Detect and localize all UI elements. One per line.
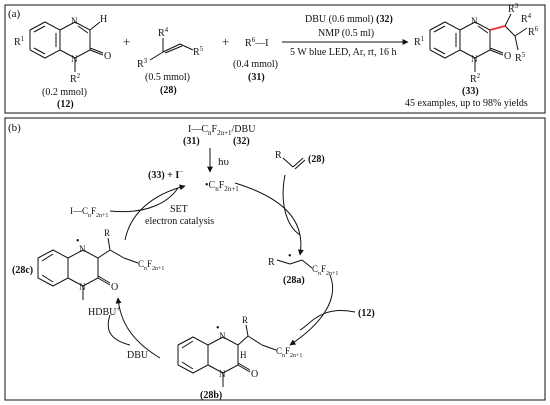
new-cc-bond — [489, 25, 506, 31]
alkene-r3: R3 — [137, 57, 148, 70]
panel-b-label: (b) — [8, 122, 21, 134]
condition-line-2: NMP (0.5 ml) — [318, 28, 374, 39]
intermediate-28a-id: (28a) — [283, 275, 305, 286]
cycle-arc-left — [124, 184, 186, 241]
intermediate-28c-id: (28c) — [12, 265, 33, 276]
intermediate-28c-N-bottom: N — [79, 282, 86, 292]
alkene-entry-arc — [282, 174, 301, 236]
alkene-28-icon — [282, 157, 306, 170]
product-summary: 45 examples, up to 98% yields — [405, 98, 528, 109]
intermediate-28b-radical-dot: • — [216, 323, 220, 334]
quinox-12-id: (12) — [358, 308, 375, 319]
product-r5: R5 — [515, 51, 526, 64]
product-id: (33) — [462, 86, 479, 97]
substrate-r1: R1 — [14, 35, 25, 48]
product-N-bottom: N — [471, 54, 478, 64]
product-O: O — [504, 51, 511, 62]
intermediate-28b-N-top: N — [219, 331, 226, 341]
substrate-N-top: N — [71, 16, 78, 26]
hdbu-arc — [107, 314, 131, 346]
intermediate-28a-structure — [276, 259, 313, 269]
intermediate-28b-N-bottom: N — [219, 369, 226, 379]
quinox-entry-arc — [299, 310, 356, 331]
intermediate-28c-structure — [37, 237, 139, 300]
product-r1: R1 — [414, 35, 425, 48]
intermediate-28b-chain: CnF2n+1 — [276, 346, 302, 359]
intermediate-28c-N-top: N — [79, 244, 86, 254]
hv-label: hυ — [218, 156, 230, 168]
quinoxalinone-product — [429, 13, 528, 72]
substrate-h: H — [100, 14, 107, 25]
intermediate-28b-id: (28b) — [200, 390, 222, 401]
cycle-arc-right — [289, 274, 334, 346]
panel-a-label: (a) — [8, 8, 21, 20]
iodide-id: (31) — [248, 72, 265, 83]
intermediate-28b-H: H — [240, 350, 247, 360]
set-label: SET — [170, 204, 188, 215]
intermediate-28b-O: O — [251, 369, 258, 380]
alkene-r4: R4 — [158, 26, 169, 39]
plus-2: + — [222, 34, 229, 49]
intermediate-28b-structure — [177, 324, 277, 387]
substrate-r2: R2 — [70, 72, 81, 85]
substrate-N-bottom: N — [71, 54, 78, 64]
top-reagents: I—CnF2n+1/DBU — [188, 124, 256, 137]
product-N-top: N — [471, 16, 478, 26]
substrate-amount: (0.2 mmol) — [42, 87, 87, 98]
alkene-id: (28) — [160, 85, 177, 96]
intermediate-28c-chain: CnF2n+1 — [138, 259, 164, 272]
alkene-reagent — [149, 38, 194, 61]
cycle-arc-top-right — [234, 182, 304, 256]
alkene-28-id: (28) — [308, 154, 325, 165]
intermediate-28a-chain: CnF2n+1 — [312, 264, 338, 277]
substrate-id: (12) — [57, 99, 74, 110]
alkene-amount: (0.5 mmol) — [145, 72, 190, 83]
condition-line-3: 5 W blue LED, Ar, rt, 16 h — [290, 47, 396, 58]
iodide-set-reagent: I—CnF2n+1 — [70, 206, 108, 219]
iodide-reagent: R6—I — [245, 36, 269, 49]
reagent-32-id: (32) — [233, 136, 250, 147]
electron-catalysis-label: electron catalysis — [145, 216, 214, 227]
intermediate-28b-R: R — [242, 315, 248, 325]
plus-1: + — [123, 34, 130, 49]
product-plus-iodide: (33) + I− — [148, 168, 183, 181]
quinoxalinone-substrate — [29, 21, 104, 72]
panel-b-frame — [4, 117, 546, 401]
intermediate-28a-radical-dot: • — [288, 251, 292, 262]
alkene-28-r: R — [275, 150, 282, 161]
hdbu-label: HDBU+ — [88, 305, 120, 318]
panel-a-frame — [4, 4, 546, 114]
intermediate-28c-R: R — [104, 228, 110, 238]
reagent-31-id: (31) — [183, 136, 200, 147]
intermediate-28c-radical-dot: • — [76, 236, 80, 247]
alkene-r5: R5 — [193, 45, 204, 58]
cycle-arc-bottom-left — [115, 297, 161, 359]
product-r2: R2 — [470, 72, 481, 85]
product-r6: R6 — [528, 25, 539, 38]
condition-line-1: DBU (0.6 mmol) (32) — [305, 14, 393, 25]
iodide-amount: (0.4 mmol) — [233, 59, 278, 70]
product-r3: R3 — [508, 2, 519, 15]
substrate-O: O — [104, 51, 111, 62]
intermediate-28c-O: O — [111, 282, 118, 293]
perfluoroalkyl-radical: •CnF2n+1 — [205, 180, 239, 193]
product-r4: R4 — [521, 12, 532, 25]
dbu-label: DBU — [127, 350, 149, 361]
intermediate-28a-r: R — [268, 257, 275, 268]
set-arc — [109, 187, 179, 213]
